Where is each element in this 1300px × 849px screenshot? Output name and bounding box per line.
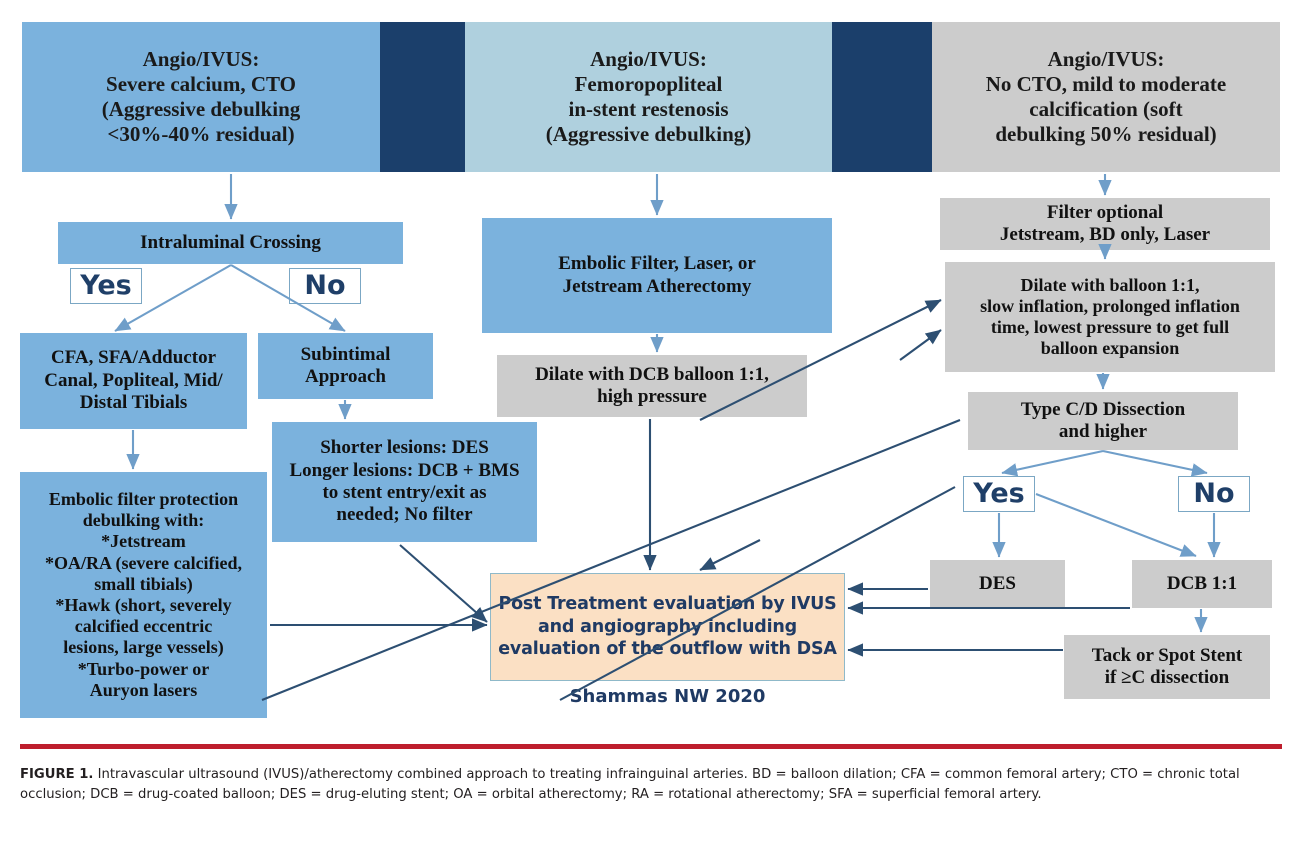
figure-caption: FIGURE 1. Intravascular ultrasound (IVUS… (20, 765, 1282, 806)
figure-caption-label: FIGURE 1. (20, 767, 94, 782)
decision-no-right: No (1178, 476, 1250, 512)
decision-no-left: No (289, 268, 361, 304)
node-des: DES (930, 560, 1065, 608)
decision-yes-left: Yes (70, 268, 142, 304)
figure-caption-text: Intravascular ultrasound (IVUS)/atherect… (20, 767, 1240, 803)
header-left-severe-calcium: Angio/IVUS:Severe calcium, CTO(Aggressiv… (22, 22, 380, 172)
node-intraluminal-crossing: Intraluminal Crossing (58, 222, 403, 264)
citation-label: Shammas NW 2020 (569, 686, 766, 707)
node-dilate-balloon-slow-inflation: Dilate with balloon 1:1,slow inflation, … (945, 262, 1275, 372)
decision-yes-right: Yes (963, 476, 1035, 512)
red-divider-rule (20, 744, 1282, 749)
node-dcb: DCB 1:1 (1132, 560, 1272, 608)
header-divider-2 (832, 22, 932, 172)
header-divider-1 (380, 22, 465, 172)
node-dilate-dcb-high-pressure: Dilate with DCB balloon 1:1,high pressur… (497, 355, 807, 417)
